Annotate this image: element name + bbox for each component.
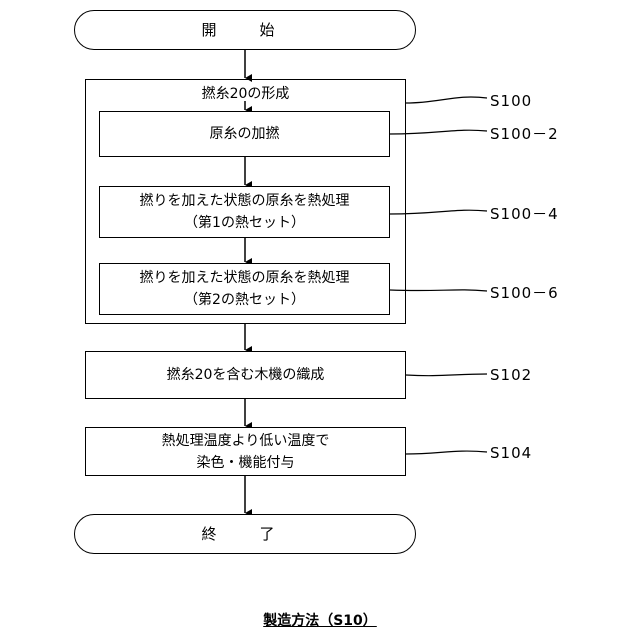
step-heat-set-1-line1: 撚りを加えた状態の原糸を熱処理 (140, 190, 350, 212)
step-heat-set-2: 撚りを加えた状態の原糸を熱処理 （第2の熱セット） (99, 263, 390, 315)
step-twisting: 原糸の加撚 (99, 111, 390, 157)
figure-caption-text: 製造方法（S10） (263, 613, 377, 629)
ref-s104: S104 (490, 444, 532, 462)
step-heat-set-1-line2: （第1の熱セット） (184, 212, 305, 234)
figure-caption: 製造方法（S10） (0, 610, 640, 630)
start-label: 開 始 (201, 19, 288, 41)
step-heat-set-2-line1: 撚りを加えた状態の原糸を熱処理 (140, 267, 350, 289)
leader-s100 (406, 97, 487, 103)
ref-s100: S100 (490, 92, 532, 110)
step-heat-set-2-line2: （第2の熱セット） (184, 289, 305, 311)
end-label: 終 了 (201, 523, 288, 545)
step-heat-set-1: 撚りを加えた状態の原糸を熱処理 （第1の熱セット） (99, 186, 390, 238)
leader-s104 (406, 451, 487, 454)
step-dyeing-line2: 染色・機能付与 (197, 452, 295, 474)
ref-s100-4: S100－4 (490, 205, 559, 223)
step-twisting-label: 原糸の加撚 (210, 123, 280, 145)
step-dyeing: 熱処理温度より低い温度で 染色・機能付与 (85, 427, 406, 476)
ref-s102: S102 (490, 366, 532, 384)
group-title: 撚糸20の形成 (86, 84, 405, 104)
ref-s100-2: S100－2 (490, 125, 559, 143)
step-dyeing-line1: 熱処理温度より低い温度で (162, 430, 330, 452)
start-terminal: 開 始 (74, 10, 416, 50)
ref-s100-6: S100－6 (490, 284, 559, 302)
leader-s102 (406, 374, 487, 376)
step-weaving-label: 撚糸20を含む木機の織成 (167, 364, 325, 386)
step-weaving: 撚糸20を含む木機の織成 (85, 351, 406, 399)
end-terminal: 終 了 (74, 514, 416, 554)
